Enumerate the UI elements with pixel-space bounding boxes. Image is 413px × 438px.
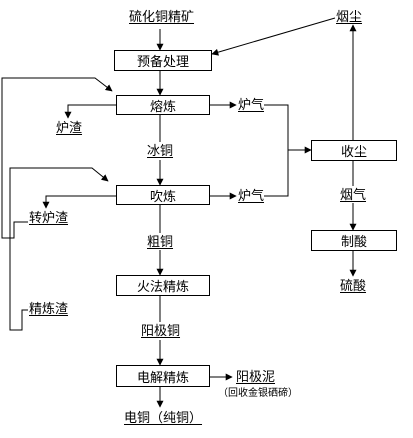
label-dust: 烟尘 — [336, 10, 363, 25]
label-sulfuric-acid: 硫酸 — [340, 279, 367, 294]
process-pretreat: 预备处理 — [114, 50, 212, 71]
label-anode-mud: 阳极泥 — [236, 370, 276, 385]
label-flue-gas: 烟气 — [340, 188, 367, 203]
label-anode: 阳极铜 — [141, 324, 181, 339]
process-convert: 吹炼 — [116, 185, 210, 205]
process-smelt: 熔炼 — [116, 95, 210, 115]
line-gas1-to-collector — [264, 104, 289, 150]
line-gas2-to-collector — [264, 150, 289, 197]
arrow-dust-to-pretreat — [211, 17, 336, 56]
label-refining-slag: 精炼渣 — [29, 302, 69, 317]
process-electrolysis: 电解精炼 — [116, 365, 210, 387]
loop-refining-slag-to-convert — [9, 167, 109, 331]
label-blister: 粗铜 — [147, 235, 174, 250]
label-furnace-gas-1: 炉气 — [238, 98, 265, 113]
label-ore: 硫化铜精矿 — [129, 10, 195, 25]
label-matte: 冰铜 — [147, 144, 174, 159]
loop-converter-slag-to-smelt — [1, 77, 113, 239]
label-cathode: 电铜（纯铜） — [124, 411, 203, 426]
label-furnace-gas-2: 炉气 — [238, 189, 265, 204]
label-converter-slag: 转炉渣 — [29, 211, 69, 226]
arrow-convert-to-converter-slag — [42, 195, 116, 209]
arrow-smelt-to-slag — [64, 104, 116, 119]
process-dust-collect: 收尘 — [311, 140, 397, 161]
process-fire-refine: 火法精炼 — [116, 275, 210, 296]
process-acid: 制酸 — [311, 230, 397, 251]
label-anode-mud-note: （回收金银硒碲） — [218, 388, 298, 399]
label-slag: 炉渣 — [56, 121, 83, 136]
